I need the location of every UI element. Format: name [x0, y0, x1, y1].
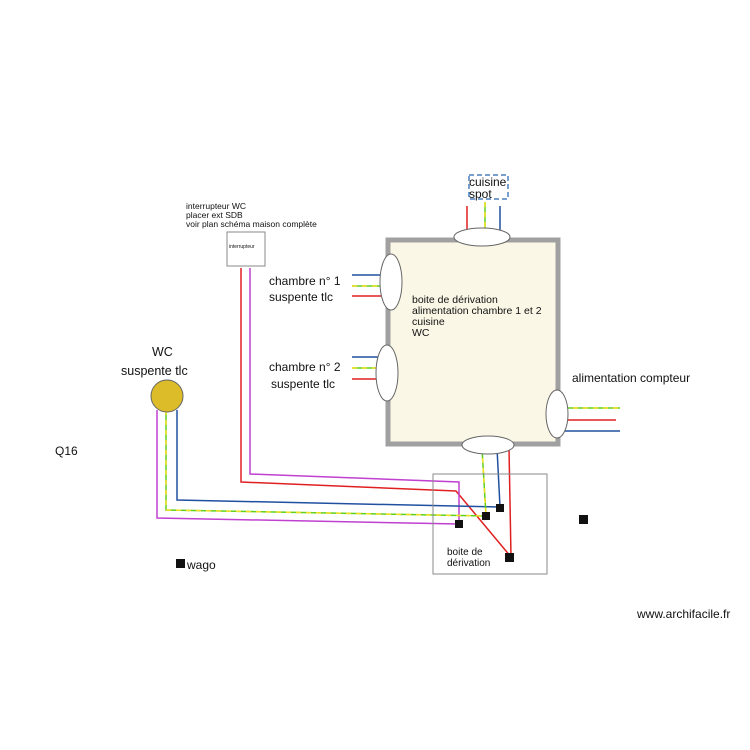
interrupteur-box[interactable]: [226, 231, 266, 267]
small-box-label-1: boite de: [447, 547, 483, 558]
chambre2-label-2: suspente tlc: [271, 377, 335, 391]
main-box-label-3: cuisine: [412, 316, 445, 328]
small-box-label-2: dérivation: [447, 558, 490, 569]
small-derivation-box[interactable]: [432, 473, 548, 575]
cable-entry-alimentation: [545, 389, 569, 439]
wire-main-earth-yellow: [481, 447, 487, 517]
watermark[interactable]: www.archifacile.fr: [636, 607, 730, 621]
q16-label: Q16: [55, 444, 78, 458]
wc-label: WC: [152, 345, 173, 359]
cuisine-spot-box[interactable]: [468, 174, 509, 200]
chambre2-label-1: chambre n° 2: [269, 360, 341, 374]
wago-connector-spare[interactable]: [579, 515, 588, 524]
wago-connector-return[interactable]: [455, 520, 463, 528]
wire-main-phase: [508, 447, 512, 558]
interrupteur-note-2: placer ext SDB: [186, 210, 243, 220]
wire-wc-return: [156, 410, 460, 525]
wago-connector-neutral[interactable]: [496, 504, 504, 512]
cuisine-spot-label-1: cuisine: [469, 175, 507, 189]
wire-wc-neutral: [176, 410, 501, 508]
main-derivation-box[interactable]: [385, 237, 561, 447]
wago-legend-symbol: [176, 559, 185, 568]
cable-entry-bottom: [461, 435, 515, 455]
main-box-label-2: alimentation chambre 1 et 2: [412, 305, 542, 317]
cable-entry-chambre1: [379, 253, 403, 311]
wire-wc-earth-yellow: [165, 410, 487, 517]
main-box-label-1: boite de dérivation: [412, 294, 498, 306]
wire-switch-return: [249, 268, 460, 524]
main-box-label-4: WC: [412, 327, 430, 339]
wago-connector-phase[interactable]: [505, 553, 514, 562]
alimentation-compteur-label: alimentation compteur: [572, 371, 690, 385]
interrupteur-note-1: interrupteur WC: [186, 201, 246, 211]
wago-connector-earth[interactable]: [482, 512, 490, 520]
cuisine-spot-label-2: spot: [469, 187, 492, 201]
interrupteur-box-label: interrupteur: [229, 244, 255, 250]
wire-switch-phase: [240, 268, 512, 558]
cable-entry-top: [453, 227, 511, 247]
chambre1-label-1: chambre n° 1: [269, 274, 341, 288]
wago-label: wago: [186, 558, 216, 572]
cable-entry-chambre2: [375, 344, 399, 402]
wc-suspente-label: suspente tlc: [121, 364, 188, 378]
wire-main-neutral: [496, 447, 501, 508]
chambre1-label-2: suspente tlc: [269, 290, 333, 304]
wc-lamp[interactable]: [150, 379, 184, 413]
interrupteur-note-3: voir plan schéma maison complète: [186, 219, 317, 229]
